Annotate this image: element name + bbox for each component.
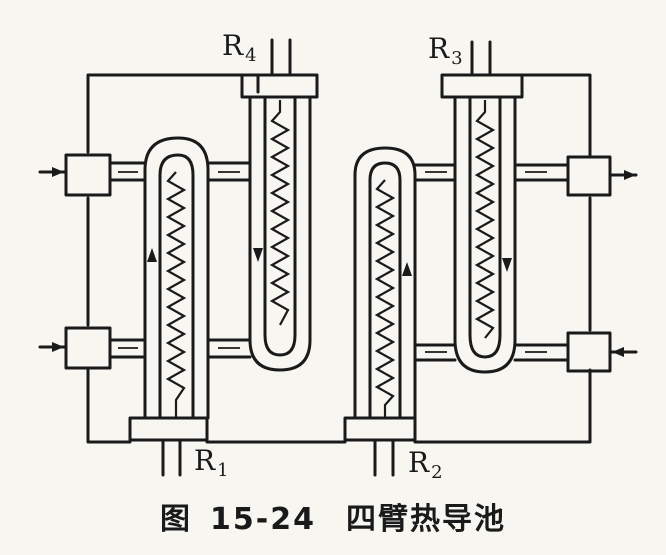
- figure-caption-prefix: 图: [160, 502, 193, 537]
- left-arm-r4-outer: [248, 95, 312, 372]
- right-top-outlet-passage: [513, 163, 570, 182]
- r3-electrode-cap: [440, 73, 524, 99]
- left-bottom-inlet-arrow-icon: [52, 342, 64, 352]
- r3-filament: [474, 100, 496, 339]
- r4-flow-arrow-icon: [253, 248, 263, 262]
- right-bottom-crossover: [413, 343, 457, 362]
- figure-caption-title: 四臂热导池: [345, 502, 506, 537]
- r1-flow-arrow-icon: [147, 248, 157, 262]
- left-bottom-inlet-passage: [108, 338, 147, 359]
- frame-wire-top-right: [256, 73, 592, 444]
- r4-lead-wires: [270, 38, 292, 77]
- r3-flow-arrow-icon: [502, 258, 512, 272]
- left-u-tube-inner: [158, 153, 195, 420]
- right-u-tube-inner: [368, 161, 402, 420]
- r2-filament: [374, 179, 396, 418]
- r3-lead-wires: [470, 40, 492, 77]
- r1-electrode-cap: [128, 416, 209, 442]
- r2-lead-wires: [373, 438, 395, 477]
- figure-caption-number: 15-24: [210, 502, 316, 537]
- right-top-connector-block: [566, 155, 612, 197]
- right-top-outlet-arrow-icon: [624, 170, 636, 180]
- right-arm-r3-inner: [468, 95, 502, 359]
- left-top-inlet-passage: [108, 161, 147, 182]
- frame-wire-top: [86, 73, 274, 444]
- right-top-crossover: [413, 163, 457, 182]
- r1-filament: [165, 171, 187, 418]
- right-arm-r3-outer: [453, 95, 517, 374]
- r1-lead-wires: [161, 438, 182, 477]
- r4-electrode-cap: [240, 73, 319, 99]
- right-bottom-connector-block: [566, 331, 612, 373]
- right-bottom-outlet-arrow-icon: [612, 347, 624, 357]
- r2-flow-arrow-icon: [402, 262, 412, 276]
- right-bottom-outlet-passage: [513, 343, 570, 362]
- r4-filament: [269, 100, 291, 326]
- passage-flow-marks: [118, 171, 547, 353]
- left-u-tube-outer: [143, 136, 210, 420]
- left-top-connector-block: [64, 153, 112, 197]
- left-bottom-crossover: [206, 338, 252, 359]
- figure-caption: 图 15-24 四臂热导池: [0, 494, 666, 538]
- left-top-crossover: [206, 161, 252, 182]
- r2-electrode-cap: [343, 416, 417, 442]
- left-top-inlet-arrow-icon: [52, 167, 64, 177]
- left-arm-r4-inner: [263, 95, 297, 357]
- left-bottom-connector-block: [64, 326, 112, 370]
